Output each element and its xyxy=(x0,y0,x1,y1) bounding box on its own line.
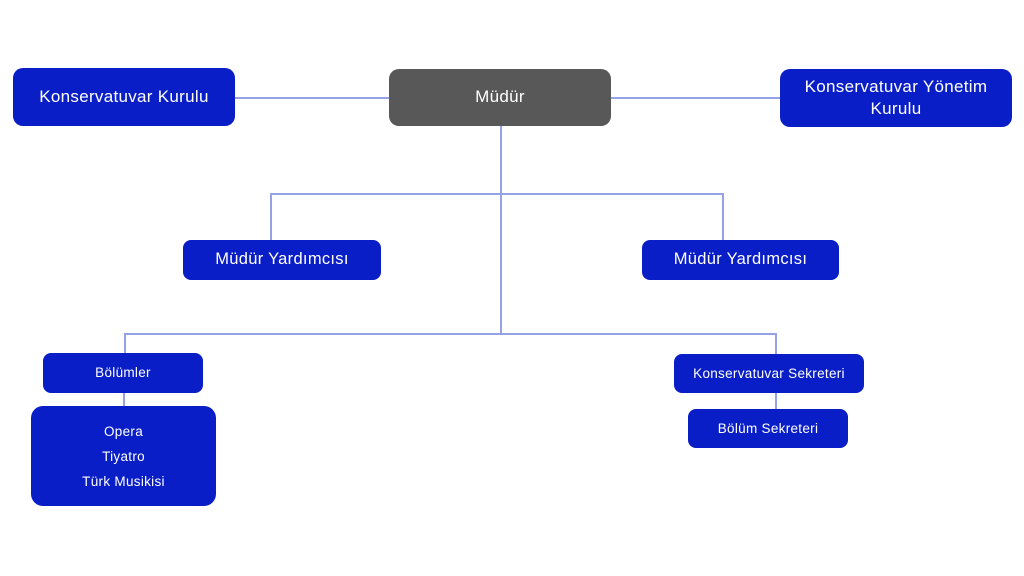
node-mudur-label: Müdür xyxy=(475,87,525,107)
connector-branch1-right-drop xyxy=(722,193,724,240)
connector-mudur-trunk xyxy=(500,126,502,334)
connector-bolumler-to-list xyxy=(123,393,125,406)
node-mudur-yardimcisi-left-label: Müdür Yardımcısı xyxy=(215,250,349,269)
node-konservatuvar-yonetim-kurulu[interactable]: Konservatuvar Yönetim Kurulu xyxy=(780,69,1012,127)
node-bolum-listesi[interactable]: Opera Tiyatro Türk Musikisi xyxy=(31,406,216,506)
node-bolum-sekreteri-label: Bölüm Sekreteri xyxy=(717,420,819,436)
connector-kurulu-to-mudur xyxy=(235,97,389,99)
node-konservatuvar-kurulu[interactable]: Konservatuvar Kurulu xyxy=(13,68,235,126)
list-item-turk-musikisi: Türk Musikisi xyxy=(82,473,165,489)
node-konservatuvar-sekreteri[interactable]: Konservatuvar Sekreteri xyxy=(674,354,864,393)
node-mudur-yardimcisi-left[interactable]: Müdür Yardımcısı xyxy=(183,240,381,280)
connector-branch2-horizontal xyxy=(124,333,775,335)
node-konservatuvar-kurulu-label: Konservatuvar Kurulu xyxy=(39,86,209,106)
node-konservatuvar-yonetim-kurulu-label: Konservatuvar Yönetim Kurulu xyxy=(804,76,988,118)
node-konservatuvar-sekreteri-label: Konservatuvar Sekreteri xyxy=(693,365,845,381)
node-mudur-yardimcisi-right[interactable]: Müdür Yardımcısı xyxy=(642,240,839,280)
connector-branch1-horizontal xyxy=(270,193,722,195)
connector-branch2-left-drop xyxy=(124,333,126,353)
connector-sekreteri-to-bolum-sekreteri xyxy=(775,393,777,409)
node-bolumler[interactable]: Bölümler xyxy=(43,353,203,393)
connector-branch2-right-drop xyxy=(775,333,777,354)
connector-branch1-left-drop xyxy=(270,193,272,240)
list-item-tiyatro: Tiyatro xyxy=(102,448,145,464)
list-item-opera: Opera xyxy=(103,423,144,439)
node-mudur[interactable]: Müdür xyxy=(389,69,611,126)
node-bolumler-label: Bölümler xyxy=(95,365,151,381)
node-mudur-yardimcisi-right-label: Müdür Yardımcısı xyxy=(673,250,808,269)
connector-mudur-to-yonetim-kurulu xyxy=(611,97,780,99)
node-bolum-sekreteri[interactable]: Bölüm Sekreteri xyxy=(688,409,848,448)
